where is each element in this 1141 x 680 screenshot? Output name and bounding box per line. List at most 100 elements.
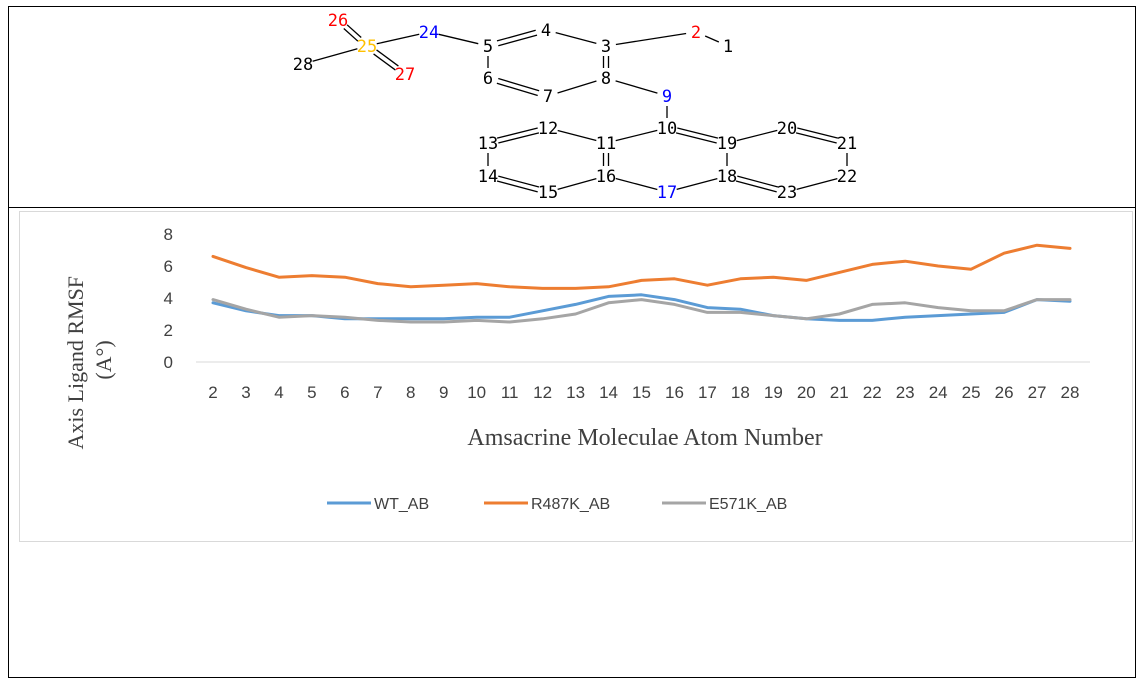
molecule-bonds — [312, 24, 848, 193]
legend-label: WT_AB — [374, 496, 429, 513]
x-tick-label: 6 — [340, 383, 349, 402]
atom-label-21: 21 — [837, 134, 857, 154]
atom-label-20: 20 — [777, 119, 797, 139]
legend-label: R487K_AB — [531, 496, 610, 513]
x-tick-label: 27 — [1028, 383, 1047, 402]
x-axis-label: Amsacrine Moleculae Atom Number — [467, 425, 822, 451]
atom-label-7: 7 — [543, 87, 553, 107]
x-tick-label: 17 — [698, 383, 717, 402]
legend-label: E571K_AB — [709, 496, 787, 513]
atom-label-9: 9 — [662, 87, 672, 107]
y-axis-label-line-2: (A°) — [91, 340, 116, 379]
x-tick-label: 7 — [373, 383, 382, 402]
atom-label-22: 22 — [837, 167, 857, 187]
figure-frame — [8, 6, 1136, 678]
atom-label-3: 3 — [601, 37, 611, 57]
atom-label-6: 6 — [483, 69, 493, 89]
x-tick-label: 16 — [665, 383, 684, 402]
x-tick-label: 11 — [501, 383, 519, 402]
bond-24-25 — [376, 33, 420, 45]
bond-20-21 — [795, 127, 839, 144]
atom-label-17: 17 — [657, 183, 677, 203]
x-tick-label: 24 — [929, 383, 948, 402]
bond-11-12 — [557, 129, 597, 142]
bond-12-13 — [496, 127, 540, 144]
x-tick-label: 14 — [599, 383, 618, 402]
x-tick-label: 19 — [764, 383, 783, 402]
bond-1-2 — [704, 35, 720, 43]
bond-15-16 — [557, 178, 597, 190]
bond-14-15 — [496, 175, 540, 193]
atom-label-5: 5 — [483, 37, 493, 57]
atom-label-4: 4 — [541, 21, 551, 41]
atom-label-23: 23 — [777, 183, 797, 203]
bond-2-3 — [615, 32, 687, 46]
legend-item: WT_AB — [327, 496, 429, 513]
atom-label-15: 15 — [538, 183, 558, 203]
series-line-e571k-ab — [211, 298, 1072, 324]
bond-10-11 — [615, 129, 658, 142]
x-tick-label: 25 — [962, 383, 981, 402]
legend: WT_AB R487K_AB E571K_AB — [327, 496, 787, 513]
bond-17-18 — [676, 177, 718, 191]
atom-label-2: 2 — [691, 23, 701, 43]
bond-16-11 — [602, 153, 610, 166]
x-tick-label: 28 — [1061, 383, 1080, 402]
bond-19-20 — [736, 129, 778, 142]
bond-3-8 — [602, 56, 610, 68]
atom-label-25: 25 — [357, 37, 377, 57]
bond-10-19 — [675, 127, 719, 144]
atom-label-27: 27 — [395, 65, 415, 85]
atom-label-28: 28 — [293, 55, 313, 75]
y-tick-label: 6 — [164, 257, 173, 276]
x-tick-label: 5 — [307, 383, 316, 402]
atom-label-1: 1 — [723, 37, 733, 57]
x-tick-label: 9 — [439, 383, 448, 402]
atom-label-12: 12 — [538, 119, 558, 139]
atom-label-24: 24 — [419, 23, 439, 43]
x-tick-label: 3 — [241, 383, 250, 402]
bond-6-7 — [496, 77, 540, 97]
bond-8-9 — [615, 80, 658, 94]
x-tick-label: 10 — [467, 383, 486, 402]
x-tick-label: 23 — [896, 383, 915, 402]
bond-3-4 — [555, 31, 597, 45]
y-tick-label: 2 — [164, 321, 173, 340]
series-line-r487k-ab — [211, 243, 1072, 290]
x-tick-label: 22 — [863, 383, 882, 402]
amsacrine-structure: 1234567891011121314151617181920212223242… — [293, 11, 857, 203]
atom-label-8: 8 — [601, 69, 611, 89]
figure-divider — [8, 207, 1136, 208]
bond-16-17 — [615, 177, 658, 191]
atom-label-10: 10 — [657, 119, 677, 139]
bond-5-24 — [438, 33, 479, 45]
x-tick-label: 2 — [208, 383, 217, 402]
y-axis-label-line-1: Axis Ligand RMSF — [63, 276, 88, 450]
x-tick-label: 15 — [632, 383, 651, 402]
legend-item: E571K_AB — [662, 496, 787, 513]
y-tick-label: 0 — [164, 353, 173, 372]
x-tick-label: 21 — [830, 383, 849, 402]
x-tick-label: 4 — [274, 383, 283, 402]
bond-22-23 — [796, 177, 838, 191]
x-tick-label: 26 — [995, 383, 1014, 402]
bond-25-28 — [312, 48, 358, 62]
atom-label-13: 13 — [478, 134, 498, 154]
x-tick-label: 18 — [731, 383, 750, 402]
x-tick-label: 12 — [533, 383, 552, 402]
bond-25-26 — [343, 24, 362, 42]
atom-label-16: 16 — [596, 167, 616, 187]
y-tick-label: 8 — [164, 225, 173, 244]
atom-label-19: 19 — [717, 134, 737, 154]
bond-25-27 — [373, 49, 399, 71]
atom-label-26: 26 — [328, 11, 348, 31]
x-tick-label: 13 — [566, 383, 585, 402]
series-lines — [211, 243, 1072, 324]
x-tick-label: 20 — [797, 383, 816, 402]
atom-label-18: 18 — [717, 167, 737, 187]
x-tick-label: 8 — [406, 383, 415, 402]
y-axis-label: Axis Ligand RMSF (A°) — [63, 270, 116, 449]
